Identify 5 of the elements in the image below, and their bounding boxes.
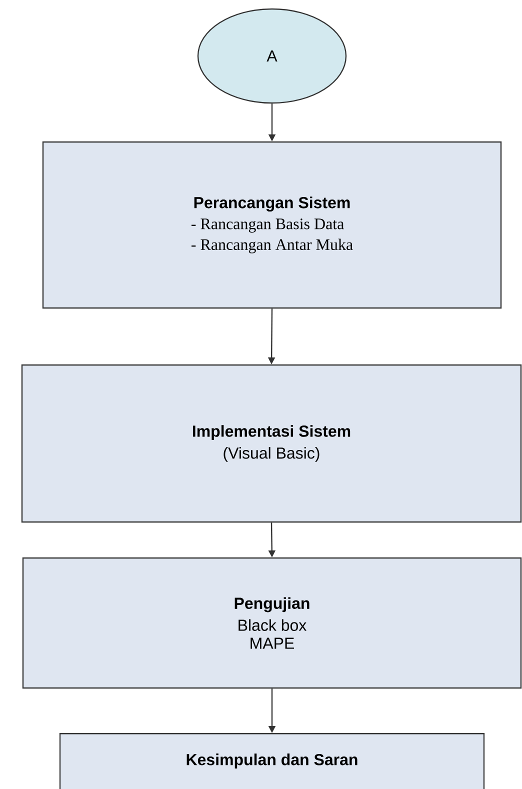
- process-box: Kesimpulan dan Saran: [59, 733, 485, 789]
- start-connector: A: [197, 8, 347, 104]
- process-box: Pengujian Black box MAPE: [22, 557, 522, 689]
- process-box: Implementasi Sistem (Visual Basic): [21, 364, 522, 523]
- process-box: Perancangan Sistem - Rancangan Basis Data - Rancangan Antar Muka: [42, 141, 502, 309]
